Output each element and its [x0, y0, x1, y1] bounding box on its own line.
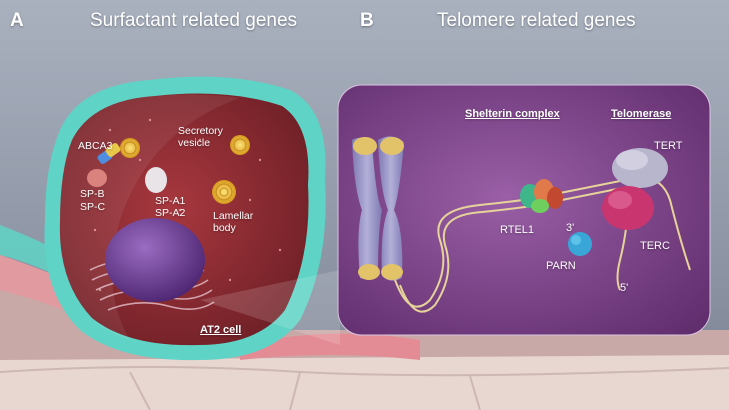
panel-b-title: Telomere related genes: [437, 10, 636, 31]
label-sp-a1: SP-A1: [155, 195, 186, 207]
floor-line: [0, 366, 729, 377]
label-terc: TERC: [640, 240, 670, 252]
panel-a-title: Surfactant related genes: [90, 10, 298, 31]
label-sp-a2: SP-A2: [155, 207, 186, 219]
floor-cell-borders: [129, 371, 481, 410]
label-secretory-vesicle: Secretory vesicle: [178, 125, 223, 149]
parn-icon: [568, 232, 592, 256]
label-secretory-line1: Secretory: [178, 125, 223, 137]
shelterin-complex-icon: [520, 179, 563, 213]
label-shelterin-complex: Shelterin complex: [465, 108, 560, 120]
zoom-wedge: [200, 270, 340, 345]
label-three-prime: 3': [566, 222, 575, 234]
label-at2-cell: AT2 cell: [200, 324, 242, 336]
secretory-vesicle-icon: [230, 135, 250, 155]
lamellar-rings: [123, 138, 247, 201]
chromosome-icon: [352, 136, 404, 281]
label-telomerase: Telomerase: [611, 108, 672, 120]
label-sp-c: SP-C: [80, 201, 106, 213]
label-parn: PARN: [546, 260, 576, 272]
epithelial-floor: [0, 355, 729, 410]
telomerase-icon: [602, 148, 668, 230]
label-lamellar-line1: Lamellar: [213, 210, 254, 222]
sp-a-protein-icon: [145, 167, 167, 193]
label-sp-b: SP-B: [80, 188, 105, 200]
label-lamellar-body: Lamellar body: [213, 210, 253, 234]
label-tert: TERT: [654, 140, 683, 152]
label-secretory-line2: vesicle: [178, 137, 211, 149]
sp-b-protein-icon: [87, 169, 107, 187]
panel-b-letter: B: [360, 10, 374, 31]
panel-a-letter: A: [10, 10, 24, 31]
abca3-icon: [97, 138, 140, 164]
label-lamellar-line2: body: [213, 222, 236, 234]
nucleus: [105, 218, 205, 302]
label-five-prime: 5': [620, 282, 629, 294]
label-rtel1: RTEL1: [500, 224, 535, 236]
label-abca3: ABCA3: [78, 140, 113, 152]
tissue-pink-right: [240, 333, 420, 360]
